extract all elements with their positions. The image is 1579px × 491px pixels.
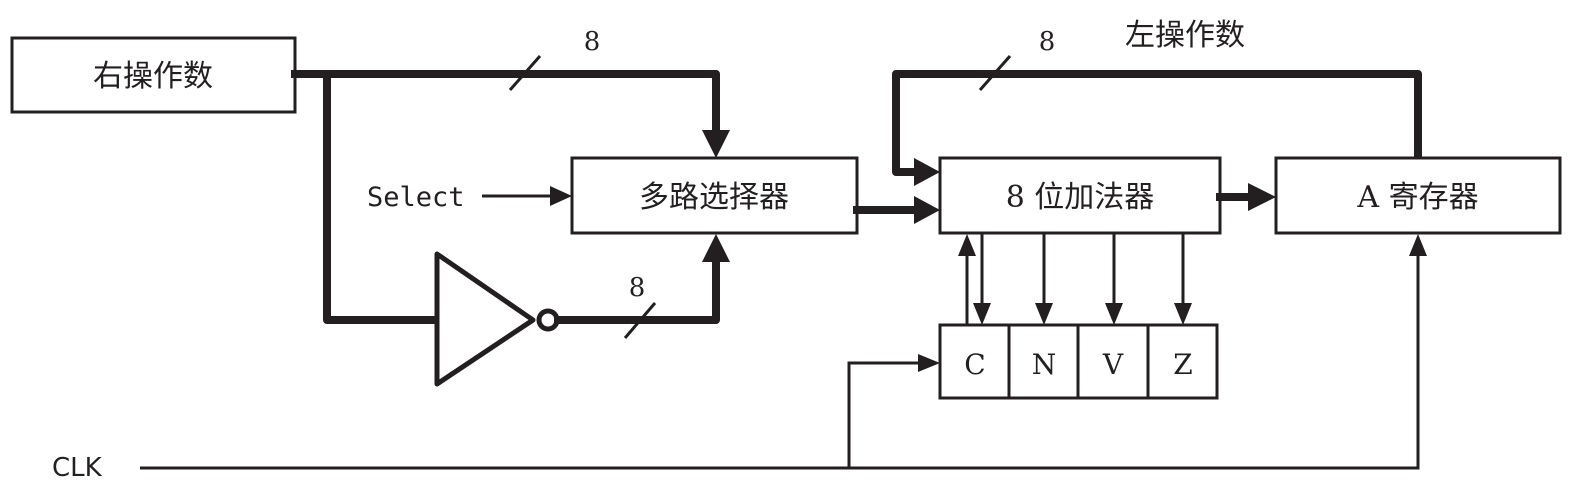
clk-wire — [140, 254, 1420, 470]
bus-feedback-left-operand — [892, 70, 1422, 176]
flag-n-label: N — [1032, 348, 1057, 381]
flag-cell-v — [1076, 323, 1150, 400]
arrowhead-select — [550, 186, 572, 206]
mux-block: 多路选择器 — [570, 156, 859, 235]
bus-width-slash-feedback — [978, 55, 1012, 91]
adder-block: 8 位加法器 — [938, 156, 1222, 235]
mux-label: 多路选择器 — [639, 180, 789, 215]
flag-v-label: V — [1102, 348, 1124, 381]
bus-inverter-to-mux — [554, 256, 720, 324]
clk-wire-flags — [847, 361, 920, 468]
arrowhead-a-register-input — [1248, 183, 1276, 211]
bus-width-slash-top — [508, 55, 542, 91]
arrowhead-adder-right-input — [914, 196, 940, 224]
inverter-gate — [434, 251, 560, 387]
inverter-triangle — [434, 251, 536, 387]
arrowhead-flag-z — [1174, 303, 1192, 325]
arrowhead-flag-n — [1035, 303, 1053, 325]
bus-width-label-top: 8 — [584, 27, 601, 57]
bus-right-operand-to-mux — [291, 70, 720, 136]
arrowhead-flag-c — [973, 303, 991, 325]
arrowhead-clk-a-register — [1409, 234, 1427, 256]
bus-width-label-inverter: 8 — [629, 273, 646, 303]
arrowhead-adder-left-input — [914, 158, 940, 186]
select-label: Select — [367, 182, 465, 213]
arrowhead-mux-top — [702, 130, 730, 158]
flag-z-label: Z — [1173, 348, 1192, 381]
bus-width-label-feedback: 8 — [1039, 27, 1056, 57]
a-register-block: A 寄存器 — [1274, 156, 1562, 235]
adder-label: 8 位加法器 — [1006, 180, 1155, 215]
arrowhead-carry-in — [958, 234, 976, 256]
arrowhead-mux-bottom — [702, 234, 730, 262]
clk-label: CLK — [52, 453, 103, 483]
arrowhead-clk-flags — [918, 354, 940, 372]
bus-branch-to-inverter — [323, 70, 440, 324]
arrowhead-flag-v — [1105, 303, 1123, 325]
flag-register: C N V Z — [938, 323, 1219, 400]
flag-c-label: C — [964, 348, 985, 381]
left-operand-label: 左操作数 — [1125, 18, 1245, 53]
right-operand-block: 右操作数 — [10, 36, 297, 114]
right-operand-label: 右操作数 — [93, 59, 213, 94]
a-register-label: A 寄存器 — [1356, 180, 1478, 215]
flag-cell-z — [1146, 323, 1219, 400]
bus-width-slash-inverter — [623, 302, 657, 339]
